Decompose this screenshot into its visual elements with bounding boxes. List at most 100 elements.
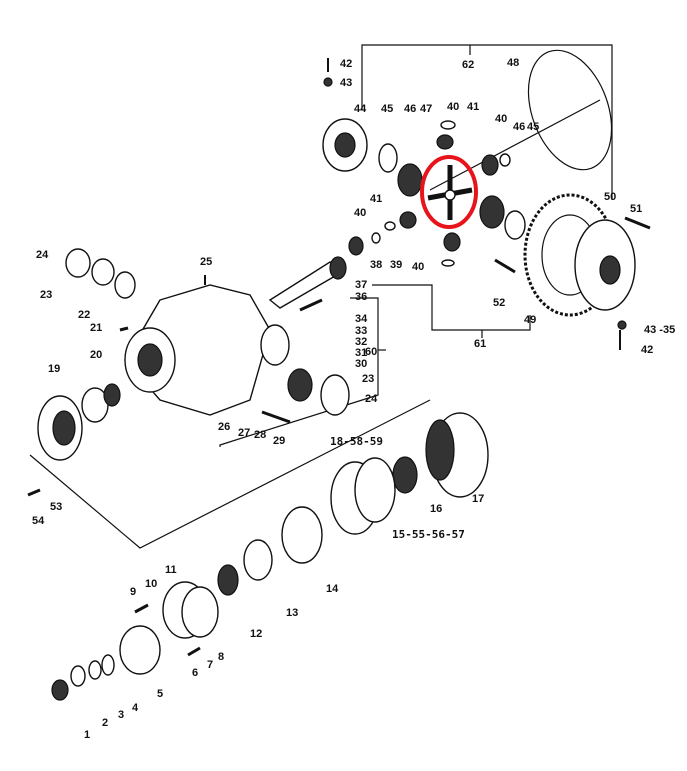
label-50: 50 [604, 191, 616, 203]
part-23-bearing-left-a [91, 258, 115, 286]
label-2: 2 [102, 717, 108, 729]
part-46-side-gear-right [479, 195, 505, 229]
label-5: 5 [157, 688, 163, 700]
label-20: 20 [90, 349, 102, 361]
part-2-washer [70, 665, 86, 687]
part-52-bolt [494, 258, 516, 274]
label-40: 40 [495, 113, 507, 125]
label-17: 17 [472, 493, 484, 505]
part-6-bolt [187, 646, 201, 657]
label-24: 24 [365, 393, 378, 405]
label-16: 16 [430, 503, 442, 515]
part-8-cover [181, 586, 219, 638]
part-13-bearing [243, 539, 273, 581]
part-3-o-ring [88, 660, 102, 680]
label-37: 37 [355, 279, 367, 291]
label-23: 23 [362, 373, 374, 385]
label-62: 62 [462, 59, 474, 71]
part-51-bolt [624, 216, 651, 230]
highlight-circle [420, 155, 478, 229]
label-18-58-59: 18-58-59 [330, 435, 383, 448]
label-4: 4 [132, 702, 139, 714]
label-7: 7 [207, 659, 213, 671]
label-13: 13 [286, 607, 298, 619]
label-45: 45 [527, 121, 539, 133]
part-17-housing [425, 412, 489, 498]
label-25: 25 [200, 256, 212, 268]
label-41: 41 [370, 193, 382, 205]
part-9-bolt [134, 603, 149, 614]
part-39-washer [371, 232, 381, 244]
part-54-bolt [27, 488, 41, 497]
part-16-bearing [392, 456, 418, 494]
label-21: 21 [90, 322, 102, 334]
label-36: 36 [355, 291, 367, 303]
label-19: 19 [48, 363, 60, 375]
part-44-diff-case [322, 118, 368, 172]
label-29: 29 [273, 435, 285, 447]
part-5-companion-flange [119, 625, 161, 675]
part-43-nut-right [617, 320, 627, 330]
label-34: 34 [355, 313, 368, 325]
part-23-bearing-right [287, 368, 313, 402]
label-32: 32 [355, 336, 367, 348]
part-4-washer [101, 654, 115, 676]
part-housing-carrier [124, 284, 271, 416]
label-42: 42 [641, 344, 653, 356]
label-53: 53 [50, 501, 62, 513]
label-24: 24 [36, 249, 49, 261]
label-38: 38 [370, 259, 382, 271]
part-labels: 42 43 62 48 44 45 46 47 40 41 40 46 45 4… [32, 57, 675, 741]
part-43-nut-left [323, 77, 333, 87]
part-50-diff-case [574, 219, 636, 311]
label-40: 40 [354, 207, 366, 219]
label-52: 52 [493, 297, 505, 309]
label-40: 40 [447, 101, 459, 113]
group-bracket-60 [219, 297, 386, 447]
part-47-pinion-shaft [427, 165, 473, 220]
label-39: 39 [390, 259, 402, 271]
label-43: 43 [340, 77, 352, 89]
part-1-nut [51, 679, 69, 701]
part-45-washer [378, 143, 398, 173]
label-43-35: 43 -35 [644, 324, 675, 336]
label-10: 10 [145, 578, 157, 590]
part-24-bearing-right [320, 374, 350, 416]
part-14-retainer [281, 506, 323, 564]
group-bracket-61 [372, 284, 531, 338]
part-45-washer-right [504, 210, 526, 240]
label-23: 23 [40, 289, 52, 301]
part-20-gear [103, 383, 121, 407]
label-3: 3 [118, 709, 124, 721]
label-61: 61 [474, 338, 486, 350]
part-shims-15-55-56-57 [354, 457, 396, 523]
label-46: 46 [404, 103, 416, 115]
label-48: 48 [507, 57, 519, 69]
part-12-seal [217, 564, 239, 596]
part-24-bearing-left [65, 248, 91, 278]
part-29-stud [261, 410, 291, 424]
part-bearing-cap [260, 324, 290, 366]
label-22: 22 [78, 309, 90, 321]
part-46-side-gear [397, 163, 423, 197]
label-8: 8 [218, 651, 224, 663]
label-6: 6 [192, 667, 198, 679]
label-41: 41 [467, 101, 479, 113]
label-1: 1 [84, 729, 90, 741]
part-21-bolt [119, 326, 129, 332]
label-44: 44 [354, 103, 367, 115]
label-46: 46 [513, 121, 525, 133]
label-9: 9 [130, 586, 136, 598]
label-49: 49 [524, 314, 536, 326]
label-45: 45 [381, 103, 393, 115]
label-26: 26 [218, 421, 230, 433]
label-47: 47 [420, 103, 432, 115]
label-14: 14 [326, 583, 339, 595]
label-15-55-56-57: 15-55-56-57 [392, 528, 465, 541]
label-40: 40 [412, 261, 424, 273]
label-12: 12 [250, 628, 262, 640]
label-11: 11 [165, 564, 177, 576]
part-48-o-ring [527, 49, 613, 171]
